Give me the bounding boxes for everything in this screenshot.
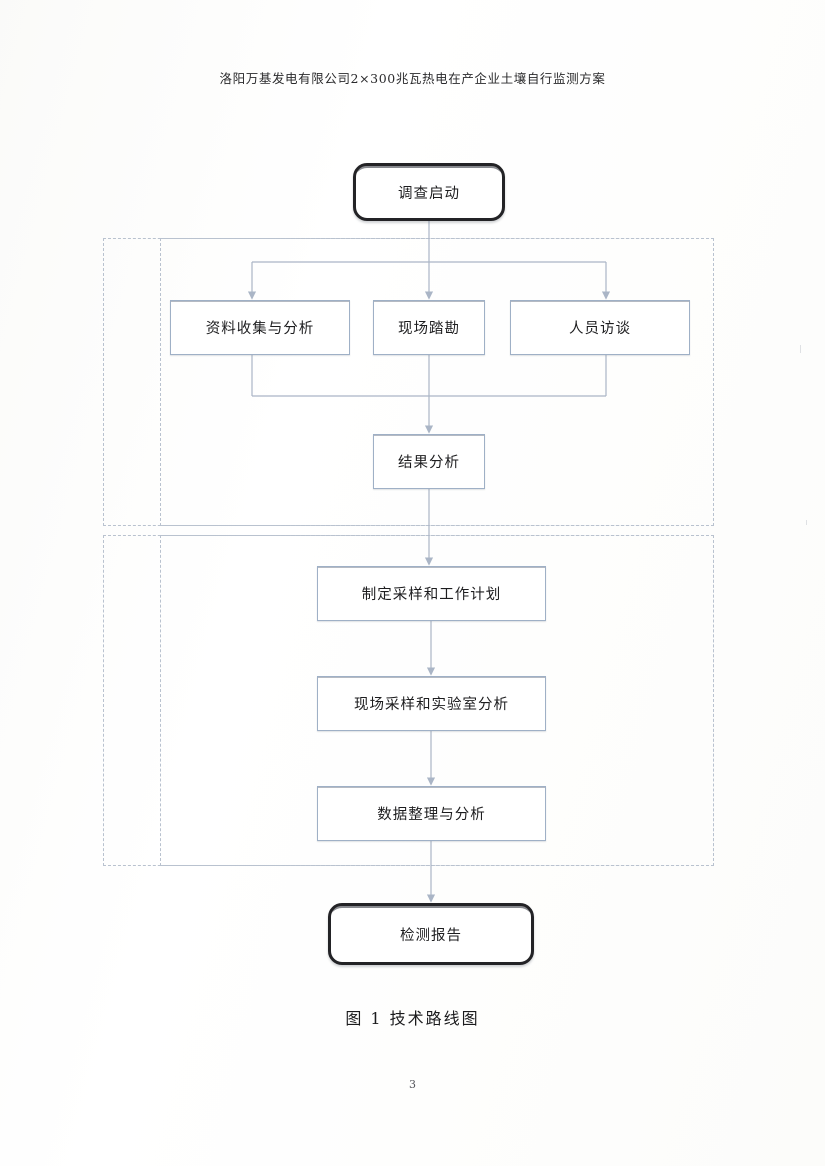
flow-node-start[interactable]: 调查启动 [353, 163, 505, 221]
scan-artifact-mark [806, 520, 807, 525]
flow-node-sampling-plan[interactable]: 制定采样和工作计划 [317, 566, 546, 621]
flow-node-site-survey[interactable]: 现场踏勘 [373, 300, 485, 355]
flow-node-result-analysis[interactable]: 结果分析 [373, 434, 485, 489]
figure-caption: 图 1 技术路线图 [345, 1009, 480, 1028]
flow-node-data-processing[interactable]: 数据整理与分析 [317, 786, 546, 841]
flow-node-field-sampling[interactable]: 现场采样和实验室分析 [317, 676, 546, 731]
document-running-header: 洛阳万基发电有限公司2×300兆瓦热电在产企业土壤自行监测方案 [219, 71, 606, 86]
scan-artifact-mark [800, 345, 801, 353]
flow-node-data-collection[interactable]: 资料收集与分析 [170, 300, 350, 355]
page-number: 3 [409, 1078, 416, 1091]
group-frame-phase-one-inner [160, 238, 714, 526]
group-frame-phase-two-inner [160, 535, 714, 866]
flow-node-personnel-interview[interactable]: 人员访谈 [510, 300, 690, 355]
flow-node-report[interactable]: 检测报告 [328, 903, 534, 965]
